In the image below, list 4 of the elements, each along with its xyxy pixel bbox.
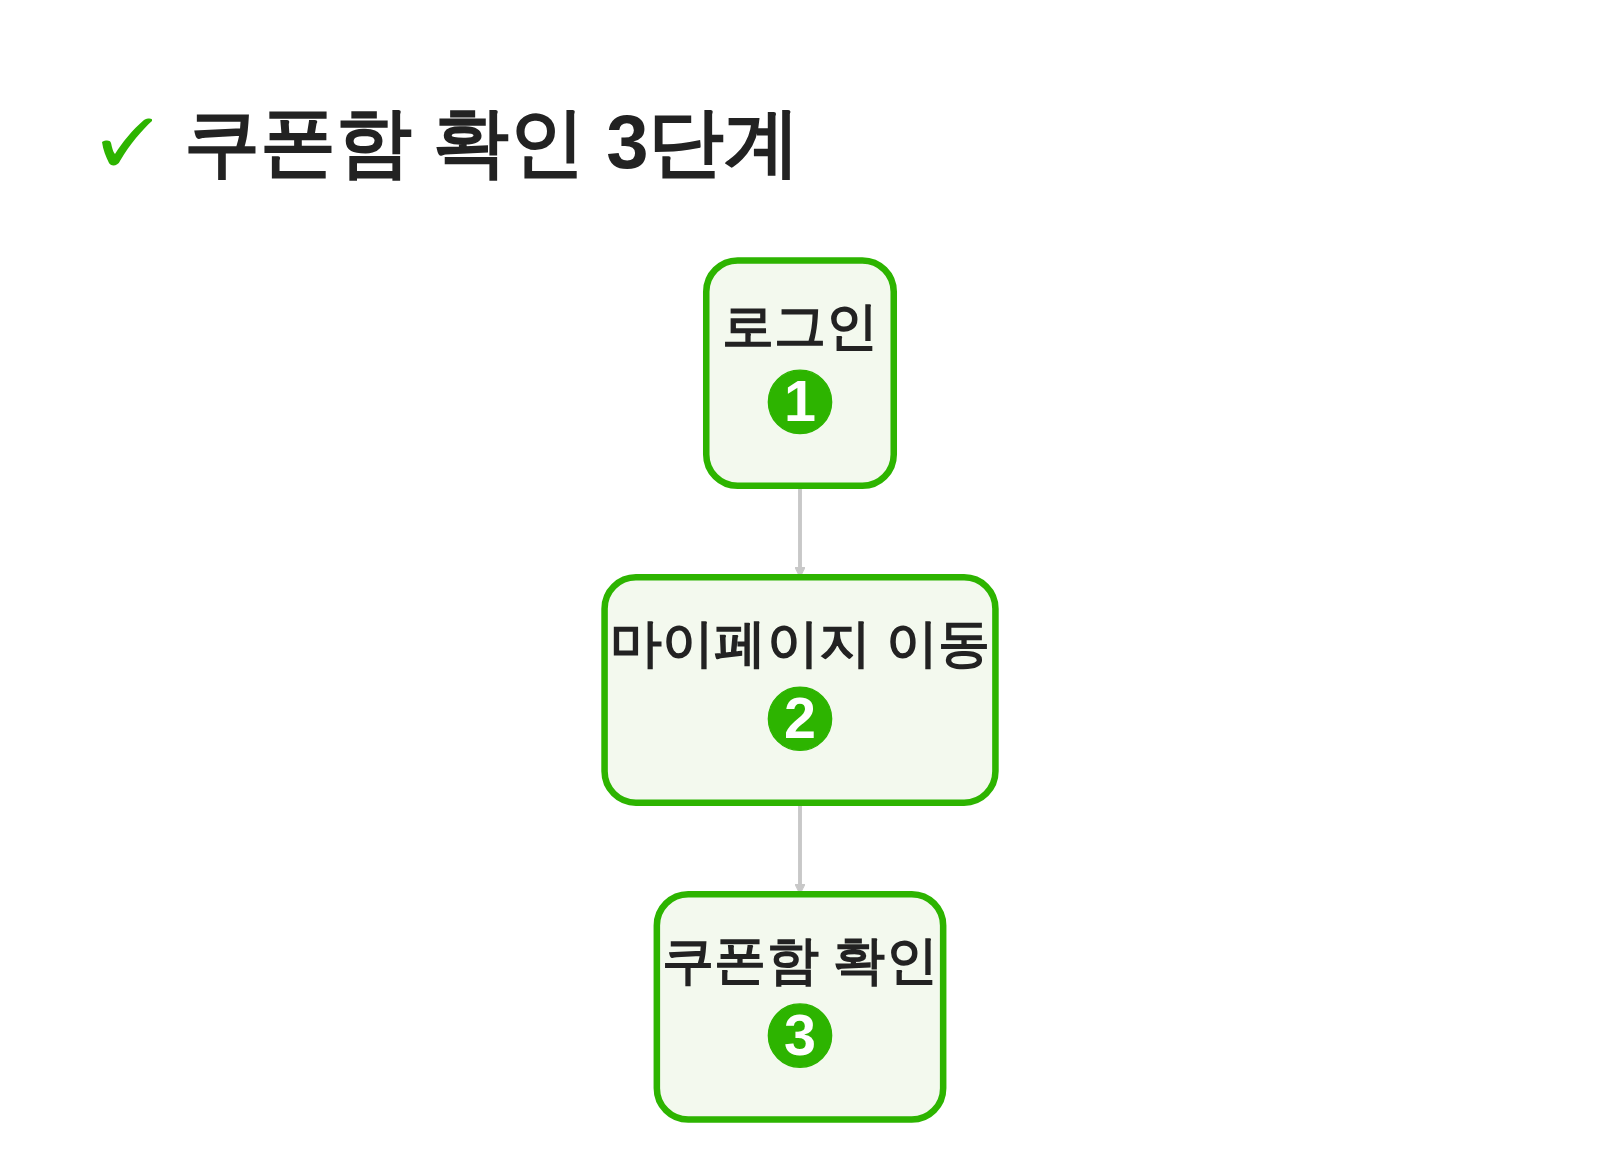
node-circle: 2 xyxy=(767,686,833,752)
node-circle: 3 xyxy=(767,1003,833,1068)
node-circle: 1 xyxy=(767,369,833,435)
title: 쿠폰함 확인 3단계 xyxy=(184,100,801,184)
